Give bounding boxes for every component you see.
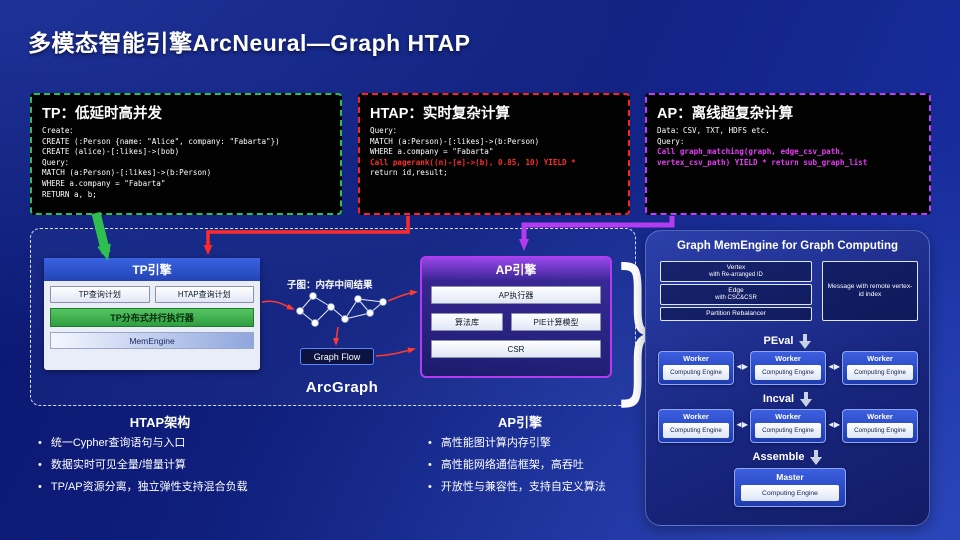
computing-engine-label: Computing Engine <box>847 423 913 438</box>
ap-code-panel: AP：离线超复杂计算 Data：CSV, TXT, HDFS etc. Quer… <box>645 93 931 215</box>
curly-brace: } <box>610 236 666 420</box>
computing-engine-label: Computing Engine <box>755 365 821 380</box>
edge-box: Edge with CSC&CSR <box>660 284 812 305</box>
bidirectional-arrow-icon: ◄▶ <box>826 362 840 371</box>
code-line: WHERE a.company = "Fabarta" <box>42 178 166 188</box>
htap-column-heading: HTAP架构 <box>129 415 191 430</box>
message-box: Message with remote vertex-id index <box>822 261 918 321</box>
code-line-highlight: Call graph_matching(graph, edge_csv_path… <box>657 147 845 157</box>
stage-assemble: Assemble <box>646 449 929 465</box>
page-title: 多模态智能引擎ArcNeural—Graph HTAP <box>28 30 471 56</box>
htap-code-title: HTAP：实时复杂计算 <box>370 106 510 122</box>
pie-model-box: PIE计算模型 <box>511 313 601 331</box>
master-node: Master Computing Engine <box>734 468 846 507</box>
partition-rebalancer-box: Partition Rebalancer <box>660 307 812 321</box>
code-line: WHERE a.company = "Fabarta" <box>370 147 494 157</box>
bidirectional-arrow-icon: ◄▶ <box>734 420 748 429</box>
down-arrow-icon <box>799 333 812 349</box>
subgraph-result-label: 子图：内存中间结果 <box>287 280 373 291</box>
down-arrow-icon <box>800 391 813 407</box>
bullet-item: TP/AP资源分离，独立弹性支持混合负载 <box>38 476 248 498</box>
vertex-box-line2: with Re-arranged ID <box>709 271 763 278</box>
stage-peval: PEval <box>646 333 929 349</box>
ap-code-title: AP：离线超复杂计算 <box>657 106 794 122</box>
code-line: CREATE (:Person {name: "Alice", company:… <box>42 136 280 146</box>
htap-code-panel: HTAP：实时复杂计算 Query： MATCH (a:Person)-[:li… <box>358 93 630 215</box>
memengine-box: MemEngine <box>50 332 254 349</box>
code-line: return id,result; <box>370 168 448 178</box>
code-line: CREATE (alice)-[:likes]->(bob) <box>42 147 180 157</box>
memengine-title: Graph MemEngine for Graph Computing <box>676 240 899 252</box>
ap-bullets: 高性能图计算内存引擎 高性能网络通信框架，高吞吐 开放性与兼容性，支持自定义算法 <box>428 432 606 498</box>
computing-engine-label: Computing Engine <box>741 485 839 501</box>
vertex-box-line1: Vertex <box>726 263 746 271</box>
algorithm-library-box: 算法库 <box>431 313 503 331</box>
csr-box: CSR <box>431 340 601 358</box>
code-line-highlight: Call pagerank((n)-[e]->(b), 0.85, 10) YI… <box>370 157 576 167</box>
bidirectional-arrow-icon: ◄▶ <box>734 362 748 371</box>
edge-box-line2: with CSC&CSR <box>715 294 757 301</box>
htap-query-plan-box: HTAP查询计划 <box>154 286 254 303</box>
bullet-item: 数据实时可见全量/增量计算 <box>38 454 248 476</box>
code-line: Query: <box>657 136 685 146</box>
ap-engine-box: AP引擎 AP执行器 算法库 PIE计算模型 CSR <box>420 256 612 378</box>
worker-node: Worker Computing Engine <box>750 351 826 385</box>
computing-engine-label: Computing Engine <box>663 423 729 438</box>
code-line: RETURN a, b; <box>42 189 97 199</box>
worker-node: Worker Computing Engine <box>842 409 918 443</box>
code-line: MATCH (a:Person)-[:likes]->(b:Person) <box>42 168 212 178</box>
down-arrow-icon <box>810 449 823 465</box>
tp-engine-box: TP引擎 TP查询计划 HTAP查询计划 TP分布式并行执行器 MemEngin… <box>44 258 260 370</box>
worker-node: Worker Computing Engine <box>658 351 734 385</box>
code-line: Data：CSV, TXT, HDFS etc. <box>657 126 770 135</box>
worker-node: Worker Computing Engine <box>842 351 918 385</box>
code-line: Query： <box>42 157 73 167</box>
worker-node: Worker Computing Engine <box>750 409 826 443</box>
tp-code-title: TP：低延时高并发 <box>42 106 163 122</box>
worker-node: Worker Computing Engine <box>658 409 734 443</box>
ap-executor-box: AP执行器 <box>431 286 601 304</box>
tp-engine-title: TP引擎 <box>44 258 260 281</box>
code-line: Create： <box>42 126 78 135</box>
bidirectional-arrow-icon: ◄▶ <box>826 420 840 429</box>
ap-column-heading: AP引擎 <box>497 415 543 430</box>
vertex-box: Vertex with Re-arranged ID <box>660 261 812 282</box>
graph-memengine-panel: Graph MemEngine for Graph Computing Vert… <box>645 230 930 526</box>
bullet-item: 高性能图计算内存引擎 <box>428 432 606 454</box>
bullet-item: 统一Cypher查询语句与入口 <box>38 432 248 454</box>
graph-flow-box: Graph Flow <box>300 348 374 365</box>
bullet-item: 高性能网络通信框架，高吞吐 <box>428 454 606 476</box>
computing-engine-label: Computing Engine <box>755 423 821 438</box>
code-line-highlight: vertex_csv_path) YIELD * return sub_grap… <box>657 157 868 167</box>
code-line: MATCH (a:Person)-[:likes]->(b:Person) <box>370 136 540 146</box>
stage-incval: Incval <box>646 391 929 407</box>
tp-code-panel: TP：低延时高并发 Create： CREATE (:Person {name:… <box>30 93 342 215</box>
computing-engine-label: Computing Engine <box>847 365 913 380</box>
computing-engine-label: Computing Engine <box>663 365 729 380</box>
arcgraph-brand-label: ArcGraph <box>305 379 379 396</box>
tp-query-plan-box: TP查询计划 <box>50 286 150 303</box>
bullet-item: 开放性与兼容性，支持自定义算法 <box>428 476 606 498</box>
ap-engine-title: AP引擎 <box>422 258 610 280</box>
edge-box-line1: Edge <box>728 286 744 294</box>
tp-distributed-executor-box: TP分布式并行执行器 <box>50 308 254 327</box>
htap-bullets: 统一Cypher查询语句与入口 数据实时可见全量/增量计算 TP/AP资源分离，… <box>38 432 248 498</box>
code-line: Query： <box>370 126 401 135</box>
